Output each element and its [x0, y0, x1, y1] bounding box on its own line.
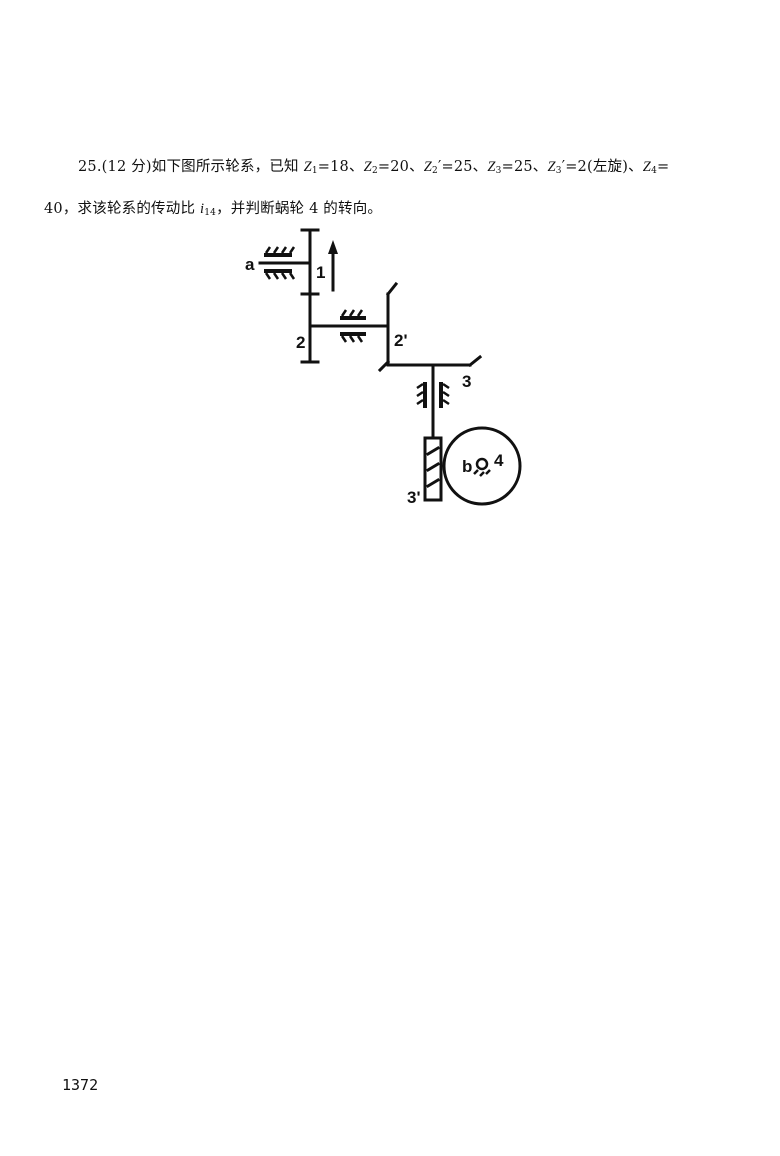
bearing-3-left [423, 382, 427, 408]
bearing-2-top [340, 316, 366, 320]
page-number: 1372 [62, 1076, 99, 1094]
label-gear-4: 4 [494, 451, 504, 470]
label-gear-1: 1 [316, 263, 325, 282]
bearing-a-top [264, 253, 292, 257]
question-number: 25. [78, 159, 102, 175]
worm-3-prime [423, 436, 443, 502]
given-z3: Z3=25、 [487, 159, 548, 176]
line2-start: 40，求该轮系的传动比 [44, 201, 200, 217]
given-z4: Z4= [642, 159, 670, 176]
label-gear-3: 3 [462, 372, 471, 391]
problem-line-1: 25.(12 分)如下图所示轮系，已知 Z1=18、Z2=20、Z2′=25、Z… [44, 148, 734, 190]
problem-line-2: 40，求该轮系的传动比 i14，并判断蜗轮 4 的转向。 [44, 190, 734, 232]
given-z2: Z2=20、 [363, 159, 424, 176]
label-gear-2-prime: 2' [394, 331, 408, 350]
label-b: b [462, 457, 472, 476]
worm-wheel-4 [442, 426, 522, 506]
given-z1: Z1=18、 [303, 159, 364, 176]
label-a: a [245, 255, 255, 274]
label-gear-3-prime: 3' [407, 488, 421, 507]
bearing-b [475, 457, 489, 471]
gear-train-diagram: a 1 2 2' 3 3' b 4 [245, 228, 522, 507]
label-gear-2: 2 [296, 333, 305, 352]
ratio-symbol: i14 [199, 201, 217, 218]
bearing-3-right [439, 382, 443, 408]
question-points: (12 分) [101, 159, 152, 175]
bearing-2-bottom [340, 332, 366, 336]
given-z3-prime: Z3′=2(左旋)、 [547, 159, 643, 176]
bearing-a-bottom [264, 269, 292, 273]
problem-statement: 25.(12 分)如下图所示轮系，已知 Z1=18、Z2=20、Z2′=25、Z… [44, 148, 734, 232]
gear-train-figure: a 1 2 2' 3 3' b 4 [230, 222, 540, 522]
line2-end: ，并判断蜗轮 4 的转向。 [216, 201, 383, 217]
question-intro: 如下图所示轮系，已知 [151, 159, 304, 175]
given-z2-prime: Z2′=25、 [423, 159, 488, 176]
